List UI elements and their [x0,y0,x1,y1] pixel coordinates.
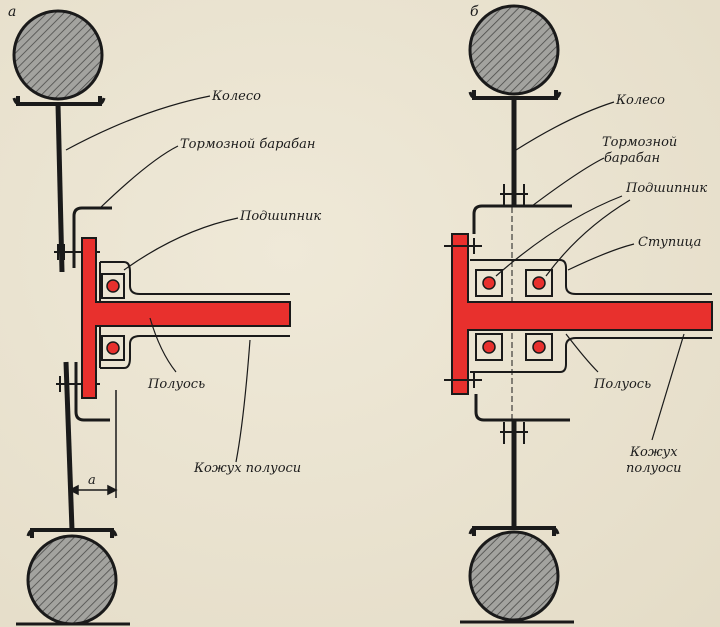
panel-a-brake-drum-upper [72,206,112,268]
panel-b-bearing-upper-outer [525,269,553,297]
panel-a-top-tire [12,9,106,106]
panel-b-brake-drum-lower [474,394,570,422]
panel-a-bearing-upper [101,273,125,299]
panel-b: б [444,4,713,624]
panel-b-label-housing-1: Кожух [629,445,678,460]
panel-a-tag: а [8,4,16,20]
panel-b-label-half-axle: Полуось [593,377,651,392]
panel-a-label-wheel: Колесо [211,89,261,104]
panel-b-label-brake-drum-1: Тормозной [602,135,677,150]
panel-a-label-half-axle: Полуось [147,377,205,392]
panel-b-half-axle [451,233,713,395]
panel-b-label-brake-drum-2: барабан [604,151,660,166]
panel-b-bearing-upper-inner [475,269,503,297]
panel-b-label-bearing: Подшипник [625,181,707,196]
panel-a-leaders [65,95,251,463]
panel-b-brake-drum-upper [472,204,572,234]
panel-a: а [8,4,321,626]
panel-a-bottom-tire [16,528,130,626]
panel-a-housing-upper [100,261,290,295]
panel-b-label-housing-2: полуоси [626,461,682,476]
panel-a-housing-lower [100,335,290,369]
panel-b-tag: б [470,4,479,20]
panel-a-label-bearing: Подшипник [239,209,321,224]
panel-b-flange-studs [444,238,482,388]
panel-a-offset-dimension [68,390,118,498]
panel-b-bottom-tire [460,526,574,624]
panel-a-offset-label: а [88,473,96,488]
panel-a-bearing-lower [101,335,125,361]
panel-b-leaders [495,101,685,441]
panel-b-hub-upper [470,259,712,295]
panel-b-bearing-lower-inner [475,333,503,361]
panel-b-label-wheel: Колесо [615,93,665,108]
panel-a-brake-drum-lower [74,362,110,422]
panel-b-label-hub: Ступица [638,235,701,250]
panel-a-half-axle [81,237,291,399]
panel-b-hub-lower [470,337,712,373]
panel-a-label-housing: Кожух полуоси [193,461,301,476]
panel-a-label-brake-drum: Тормозной барабан [180,137,315,152]
panel-b-bearing-lower-outer [525,333,553,361]
panel-b-top-tire [468,4,562,100]
panel-a-wheel-disc-upper [55,103,65,273]
panel-b-disc-studs [500,184,528,444]
